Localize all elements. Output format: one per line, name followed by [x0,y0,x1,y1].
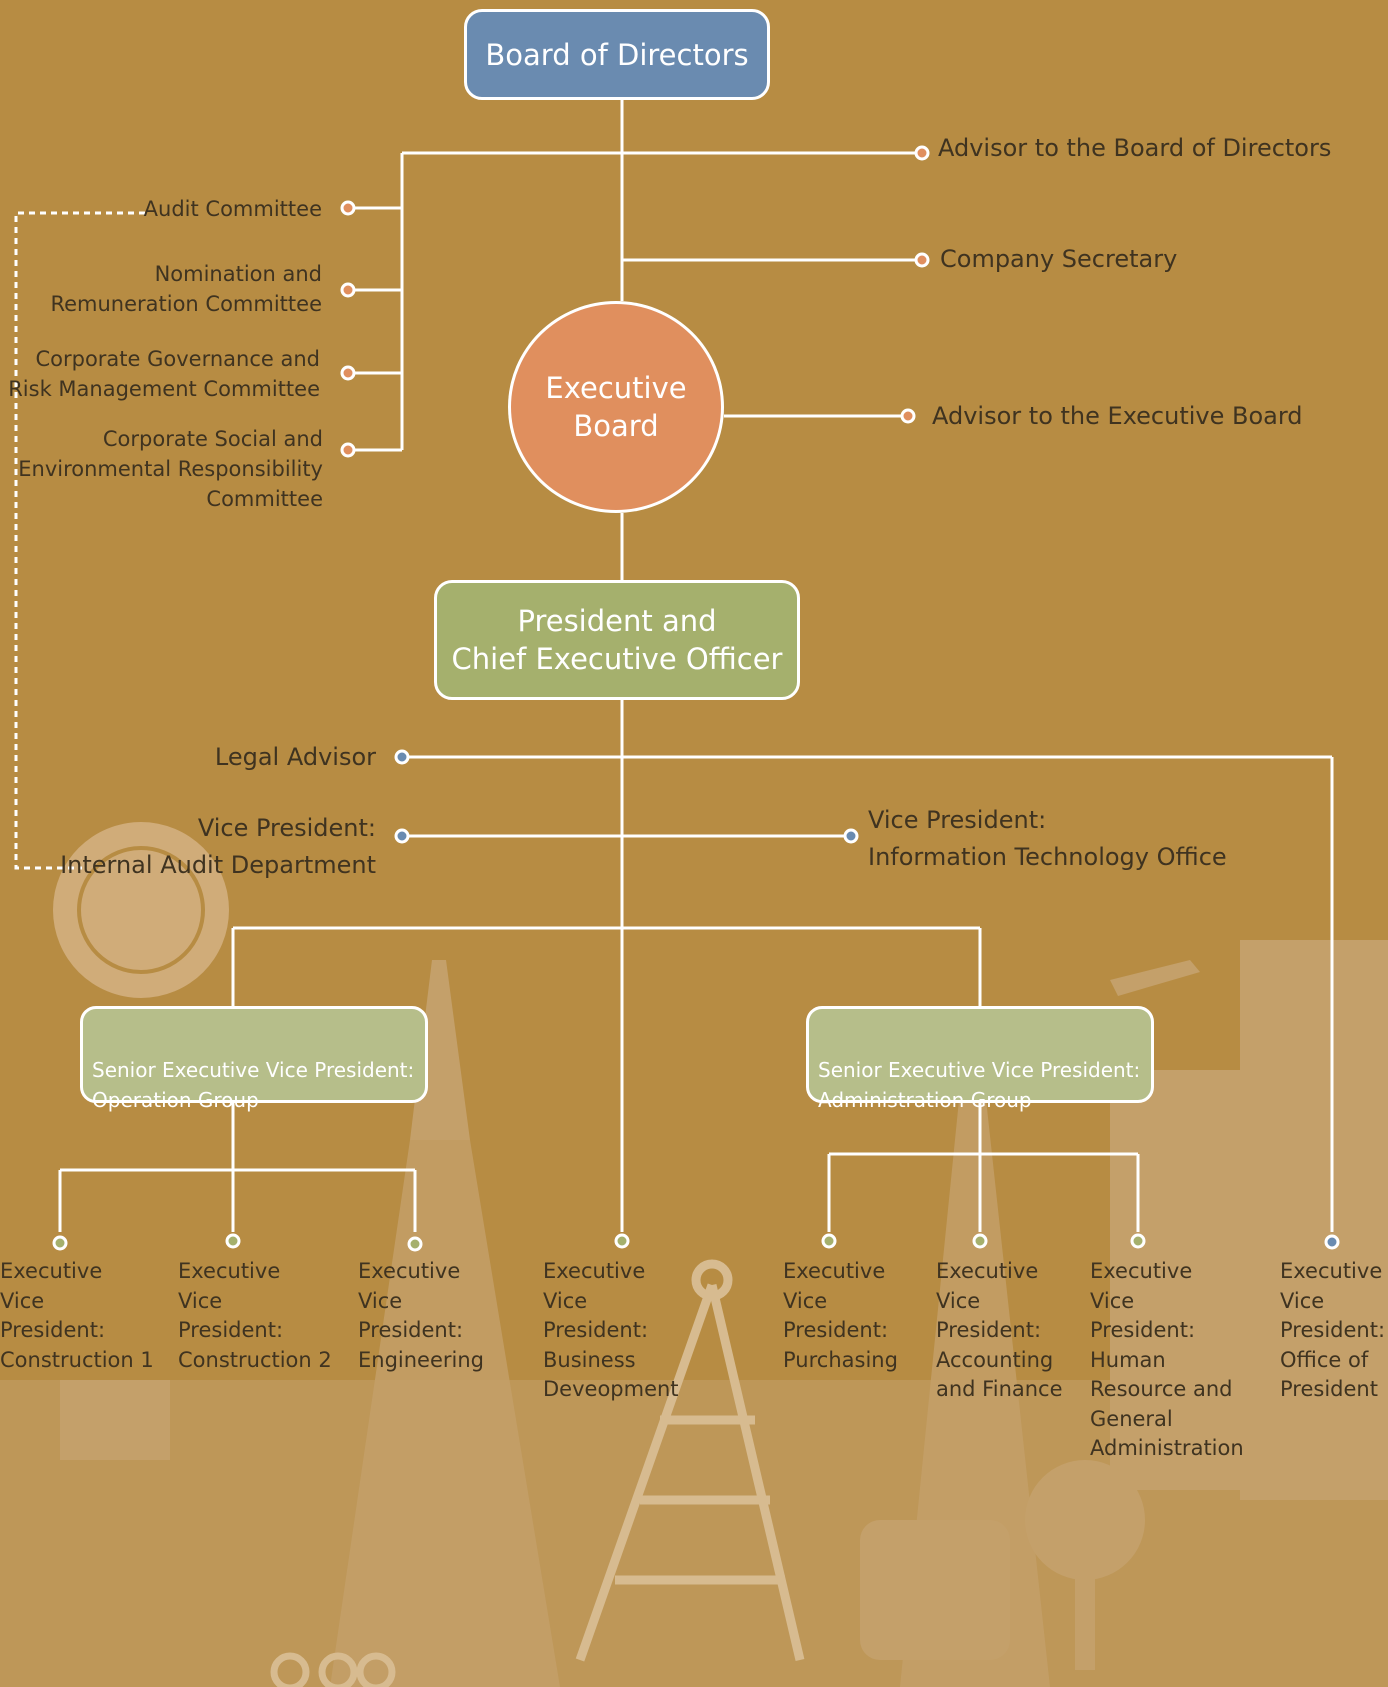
sevp-operation-box: Senior Executive Vice President: Operati… [80,1006,428,1112]
evp-engineering-label: Executive Vice President: Engineering [358,1259,484,1372]
advisor-exec-label: Advisor to the Executive Board [932,402,1303,430]
oil-rig-icon [575,1259,805,1662]
dot-vp-internal-audit [394,828,410,844]
dot-legal-advisor [394,749,410,765]
evp-accounting-label: Executive Vice President: Accounting and… [936,1259,1063,1401]
sevp-admin-label: Senior Executive Vice President: Adminis… [818,1058,1141,1112]
sun-icon [53,822,229,998]
vp-internal-audit-label: Vice President: Internal Audit Departmen… [60,814,376,879]
ceo-box: President and Chief Executive Officer [434,580,800,700]
dot-nomination-committee [340,282,356,298]
dot-evp-accounting [972,1233,988,1249]
audit-committee-label: Audit Committee [143,197,322,221]
evp-office-label: Executive Vice President: Office of Pres… [1280,1259,1386,1401]
dot-company-secretary [914,252,930,268]
company-secretary-label: Company Secretary [940,245,1178,273]
executive-board-label: Executive Board [545,371,687,443]
advisor-board-label: Advisor to the Board of Directors [938,134,1332,162]
dot-vp-it [843,828,859,844]
evp-construction-1-label: Executive Vice President: Construction 1 [0,1259,154,1372]
sevp-admin-box: Senior Executive Vice President: Adminis… [806,1006,1154,1112]
nomination-committee-label: Nomination and Remuneration Committee [50,262,322,316]
dot-evp-hr [1130,1233,1146,1249]
legal-advisor-label: Legal Advisor [214,743,376,771]
evp-construction-2-label: Executive Vice President: Construction 2 [178,1259,332,1372]
governance-committee-label: Corporate Governance and Risk Management… [8,347,320,401]
train-icon [270,1652,396,1687]
dot-csr-committee [340,442,356,458]
dot-advisor-board [914,145,930,161]
dot-evp-purchasing [821,1233,837,1249]
board-of-directors-label: Board of Directors [485,37,749,72]
vp-it-label: Vice President: Information Technology O… [868,806,1227,871]
evp-purchasing-label: Executive Vice President: Purchasing [783,1259,898,1372]
evp-hr-label: Executive Vice President: Human Resource… [1090,1259,1244,1460]
dot-advisor-exec [900,408,916,424]
csr-committee-label: Corporate Social and Environmental Respo… [18,427,323,511]
sevp-operation-label: Senior Executive Vice President: Operati… [92,1058,415,1112]
executive-board-circle: Executive Board [508,301,724,513]
evp-business-label: Executive Vice President: Business Deveo… [543,1259,679,1401]
dot-evp-office [1324,1234,1340,1250]
dot-audit-committee [340,200,356,216]
dot-evp-engineering [407,1236,423,1252]
dot-evp-business [614,1233,630,1249]
ceo-label: President and Chief Executive Officer [451,604,783,676]
dot-evp-construction-2 [225,1233,241,1249]
board-of-directors-box: Board of Directors [464,9,770,100]
dot-governance-committee [340,365,356,381]
dot-evp-construction-1 [52,1235,68,1251]
